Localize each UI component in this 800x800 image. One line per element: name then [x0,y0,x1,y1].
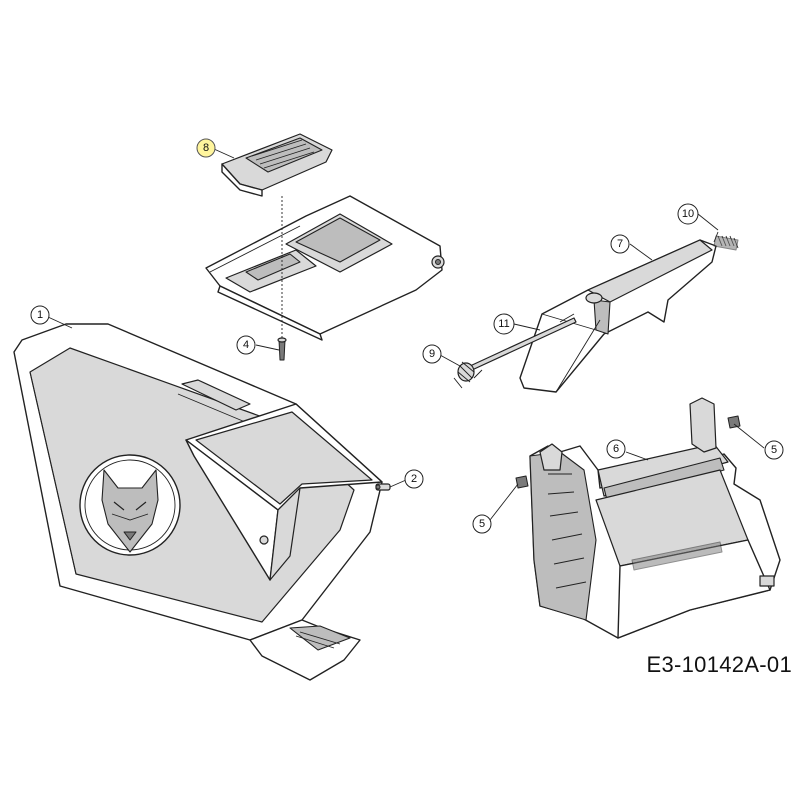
leader-lines [47,148,765,521]
svg-text:9: 9 [429,348,435,360]
wolf-logo-emblem [79,454,181,556]
callout-1[interactable]: 1 [30,305,50,325]
callout-10[interactable]: 10 [677,203,699,225]
part-8-top-cover[interactable] [221,133,333,197]
svg-text:8: 8 [203,142,209,154]
part-10-spring[interactable] [713,231,739,251]
part-1-grass-catcher[interactable] [13,323,383,681]
callout-4[interactable]: 4 [236,335,256,355]
part-2-pin[interactable] [375,483,391,491]
svg-text:11: 11 [498,318,509,330]
callout-2[interactable]: 2 [404,469,424,489]
svg-text:5: 5 [479,518,485,530]
part-9-torsion-spring[interactable] [453,361,483,389]
part-5-clip-left[interactable] [515,475,529,489]
svg-text:5: 5 [771,444,777,456]
callout-5-left[interactable]: 5 [472,514,492,534]
callout-6[interactable]: 6 [606,439,626,459]
svg-text:7: 7 [617,238,623,250]
callout-7[interactable]: 7 [610,234,630,254]
callout-5-right[interactable]: 5 [764,440,784,460]
svg-text:4: 4 [243,339,249,351]
svg-text:6: 6 [613,443,619,455]
part-7-lever-handle[interactable] [519,239,717,393]
callout-8[interactable]: 8 [196,138,216,158]
part-6-chassis-frame[interactable] [529,397,781,639]
svg-text:10: 10 [682,208,694,220]
part-4-screw[interactable] [277,196,287,361]
callout-9[interactable]: 9 [422,344,442,364]
drawing-id-label: E3-10142A-01 [646,652,792,677]
svg-text:1: 1 [37,309,43,321]
svg-text:2: 2 [411,473,417,485]
callout-11[interactable]: 11 [493,313,515,335]
grass-bag-lid [205,195,445,341]
part-5-clip-right[interactable] [727,415,741,429]
